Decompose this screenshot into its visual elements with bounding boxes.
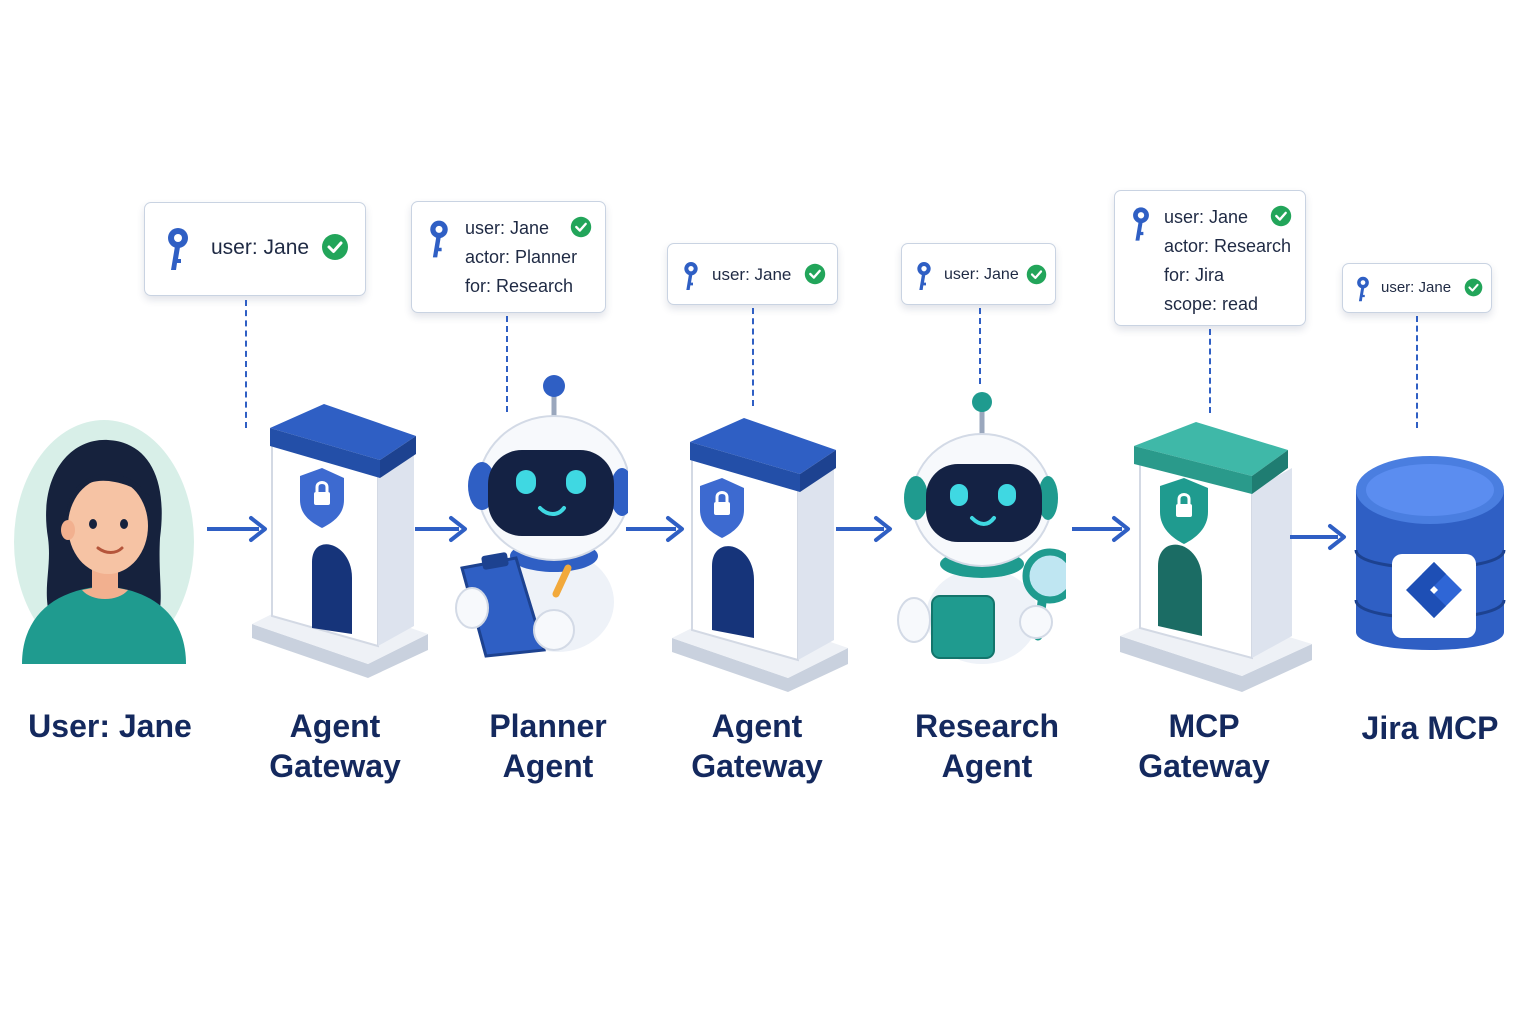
label-line: User: Jane xyxy=(28,708,192,744)
check-icon xyxy=(1270,205,1292,227)
label-line: Gateway xyxy=(269,748,401,784)
node-label-agent-gateway-2: Agent Gateway xyxy=(647,706,867,786)
token-card-5: user: Jane actor: Research for: Jira sco… xyxy=(1114,190,1306,326)
token-card-6: user: Jane xyxy=(1342,263,1492,313)
flow-arrow xyxy=(415,516,467,542)
flow-arrow xyxy=(1290,524,1346,550)
key-icon xyxy=(430,220,448,258)
token-connector xyxy=(245,300,247,428)
label-line: Jira MCP xyxy=(1361,710,1499,746)
token-4-line-1: user: Jane xyxy=(944,266,1019,283)
flow-arrow xyxy=(626,516,684,542)
token-6-line-1: user: Jane xyxy=(1381,279,1452,296)
token-card-2: user: Jane actor: Planner for: Research xyxy=(411,201,606,313)
token-connector xyxy=(1416,316,1418,428)
gateway-teal-icon xyxy=(1120,422,1312,692)
label-line: Planner xyxy=(489,708,607,744)
token-connector xyxy=(752,308,754,406)
key-icon xyxy=(684,262,698,290)
node-label-mcp-gateway: MCP Gateway xyxy=(1094,706,1314,786)
flow-arrow xyxy=(1072,516,1130,542)
label-line: Agent xyxy=(941,748,1033,784)
token-2-line-1: user: Jane xyxy=(465,218,550,238)
key-icon xyxy=(1357,276,1369,302)
node-label-research: Research Agent xyxy=(877,706,1097,786)
check-icon xyxy=(1026,264,1047,285)
node-label-planner: Planner Agent xyxy=(438,706,658,786)
token-5-line-1: user: Jane xyxy=(1164,207,1249,227)
label-line: MCP xyxy=(1168,708,1240,744)
database-jira-icon xyxy=(1354,456,1506,650)
gateway-icon xyxy=(252,404,428,678)
token-connector xyxy=(506,316,508,412)
token-5-line-2: actor: Research xyxy=(1164,236,1292,256)
node-label-jira: Jira MCP xyxy=(1320,708,1536,748)
key-icon xyxy=(168,228,188,270)
token-3-line-1: user: Jane xyxy=(712,265,792,284)
label-line: Research xyxy=(914,708,1060,744)
key-icon xyxy=(917,262,931,290)
token-5-line-3: for: Jira xyxy=(1164,265,1225,285)
robot-clipboard-icon xyxy=(455,375,628,658)
label-line: Agent xyxy=(289,708,381,744)
token-5-line-4: scope: read xyxy=(1164,294,1259,314)
label-line: Gateway xyxy=(1138,748,1270,784)
token-2-line-3: for: Research xyxy=(465,276,574,296)
token-card-4: user: Jane xyxy=(901,243,1056,305)
robot-magnifier-icon xyxy=(897,392,1066,664)
token-card-1: user: Jane xyxy=(144,202,366,296)
label-line: Agent xyxy=(502,748,594,784)
token-1-line-1: user: Jane xyxy=(211,236,310,259)
check-icon xyxy=(1464,278,1483,297)
flow-arrow xyxy=(207,516,267,542)
token-connector xyxy=(979,308,981,384)
token-2-line-2: actor: Planner xyxy=(465,247,578,267)
key-icon xyxy=(1133,207,1149,241)
token-connector xyxy=(1209,329,1211,413)
node-label-user: User: Jane xyxy=(0,706,220,746)
check-icon xyxy=(322,234,348,260)
node-label-agent-gateway-1: Agent Gateway xyxy=(225,706,445,786)
token-card-3: user: Jane xyxy=(667,243,838,305)
label-line: Agent xyxy=(711,708,803,744)
gateway-icon xyxy=(672,418,848,692)
label-line: Gateway xyxy=(691,748,823,784)
person-icon xyxy=(14,420,194,664)
check-icon xyxy=(570,216,592,238)
flow-arrow xyxy=(836,516,892,542)
check-icon xyxy=(804,263,826,285)
